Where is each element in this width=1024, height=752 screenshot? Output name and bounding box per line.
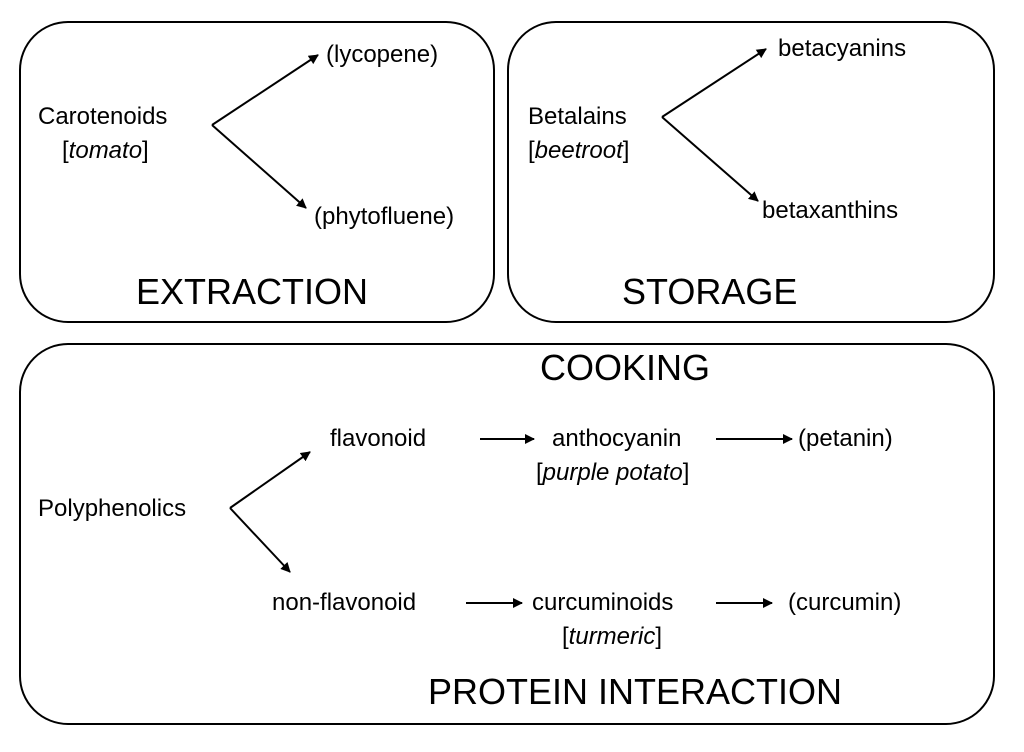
storage-title: STORAGE: [622, 271, 797, 312]
extraction-title: EXTRACTION: [136, 271, 368, 312]
betacyanins-label: betacyanins: [778, 35, 906, 62]
betalains-label: Betalains: [528, 103, 627, 130]
arrow-to-phytofluene: [211, 124, 307, 209]
petanin-label: (petanin): [798, 425, 893, 452]
curcuminoids-label: curcuminoids: [532, 589, 673, 616]
arrow-to-flavonoid: [229, 451, 311, 509]
cooking-title: COOKING: [540, 347, 710, 388]
carotenoids-label: Carotenoids: [38, 103, 167, 130]
arrow-to-lycopene: [211, 54, 319, 126]
carotenoids-example: [tomato]: [62, 137, 149, 164]
non-flavonoid-label: non-flavonoid: [272, 589, 416, 616]
anthocyanin-label: anthocyanin: [552, 425, 681, 452]
storage-box: [507, 21, 995, 323]
cooking-box: [19, 343, 995, 725]
protein-interaction-title: PROTEIN INTERACTION: [428, 671, 842, 712]
curcuminoids-example: [turmeric]: [562, 623, 662, 650]
anthocyanin-example: [purple potato]: [536, 459, 689, 486]
polyphenolics-label: Polyphenolics: [38, 495, 186, 522]
betalains-example: [beetroot]: [528, 137, 629, 164]
arrow-to-betacyanins: [661, 48, 767, 118]
curcumin-label: (curcumin): [788, 589, 901, 616]
extraction-box: [19, 21, 495, 323]
arrow-to-betaxanthins: [661, 116, 759, 202]
phytofluene-label: (phytofluene): [314, 203, 454, 230]
arrow-to-non-flavonoid: [229, 507, 291, 573]
lycopene-label: (lycopene): [326, 41, 438, 68]
flavonoid-label: flavonoid: [330, 425, 426, 452]
betaxanthins-label: betaxanthins: [762, 197, 898, 224]
